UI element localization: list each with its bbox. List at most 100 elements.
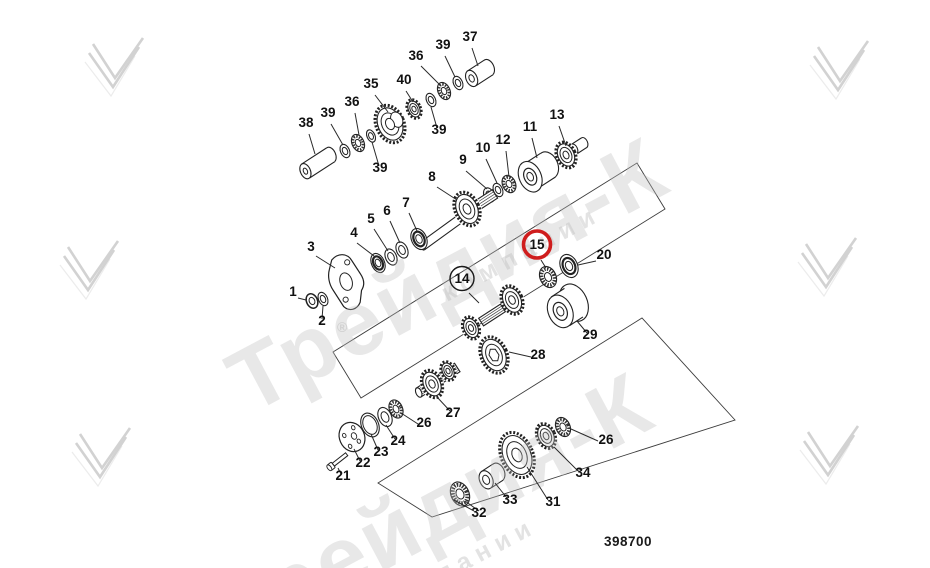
part-label-11: 11	[523, 119, 538, 134]
part-14-gear-mid	[460, 314, 482, 342]
part-38-edge	[300, 147, 327, 165]
leader-line	[577, 260, 597, 266]
leader-line	[570, 428, 599, 442]
part-23	[360, 412, 380, 438]
part-label-39: 39	[372, 160, 387, 175]
corner-chevron-icon	[809, 40, 870, 101]
corner-chevron-icon	[84, 37, 145, 98]
leader-line	[436, 186, 458, 201]
part-label-40: 40	[396, 72, 411, 87]
part-label-31: 31	[545, 494, 561, 509]
part-15	[538, 265, 558, 289]
part-28	[477, 334, 511, 376]
leader-line	[436, 396, 451, 412]
leader-line	[353, 448, 361, 462]
chevron-stroke	[91, 37, 145, 81]
part-32	[449, 481, 471, 507]
part-28-teeth	[478, 335, 510, 375]
part-7	[410, 227, 428, 251]
part-3-bore	[339, 272, 353, 291]
leader-line	[471, 47, 479, 67]
part-39-b	[365, 129, 377, 143]
part-39-b-bore	[368, 132, 374, 140]
part-40-teeth	[405, 98, 423, 120]
part-39-d-bore	[454, 78, 462, 88]
part-20	[559, 253, 579, 279]
part-5	[384, 248, 398, 266]
leader-line	[373, 228, 389, 252]
part-39-c	[425, 92, 437, 108]
part-26-b-bore	[559, 422, 567, 432]
leader-line	[465, 170, 488, 190]
corner-chevron-icon	[59, 240, 120, 301]
leader-line	[389, 220, 401, 244]
part-label-10: 10	[475, 140, 490, 155]
part-label-34: 34	[575, 465, 591, 480]
part-14-spline-a	[477, 303, 507, 327]
part-26-b	[554, 416, 572, 438]
part-label-39: 39	[320, 105, 335, 120]
part-40	[405, 97, 423, 121]
part-27-bore	[428, 379, 436, 389]
part-5-bore	[387, 252, 395, 262]
part-12-rollers	[502, 175, 516, 193]
part-label-13: 13	[549, 107, 565, 122]
part-32-rollers	[450, 482, 470, 506]
leader-line	[408, 212, 418, 232]
part-8-bore	[462, 203, 472, 215]
part-label-36: 36	[408, 48, 424, 63]
part-21-head-face	[326, 464, 333, 472]
chevron-stroke	[87, 46, 141, 90]
part-33-bore	[482, 474, 491, 485]
leader-line	[430, 106, 438, 129]
leader-line	[531, 137, 538, 159]
leader-line	[505, 150, 510, 178]
part-21-shank	[331, 452, 349, 467]
part-14-gear-mid-teeth	[460, 315, 482, 341]
part-10-bore	[494, 185, 502, 195]
part-label-15-circled: 15	[529, 237, 545, 252]
part-36-b	[436, 81, 452, 101]
leader-lines	[297, 47, 599, 512]
corner-chevron-icon	[799, 425, 860, 486]
part-3	[328, 254, 365, 311]
chevron-stroke	[816, 40, 870, 84]
chevron-stroke	[809, 58, 861, 101]
part-36-a	[350, 133, 366, 153]
leader-line	[374, 94, 389, 113]
part-40-bore	[411, 105, 417, 113]
chevron-stroke	[799, 443, 851, 486]
chevron-stroke	[812, 49, 866, 93]
part-21	[326, 452, 349, 472]
watermark-registered-mark: ®	[337, 319, 348, 335]
part-label-28: 28	[530, 347, 546, 362]
part-15-bore	[543, 272, 553, 282]
part-15-rollers	[539, 267, 557, 287]
part-24-bore	[380, 411, 390, 423]
part-22-hole	[342, 432, 347, 439]
leader-line	[540, 259, 547, 269]
part-35	[372, 102, 408, 146]
leader-line	[400, 412, 419, 425]
leader-line	[558, 125, 567, 147]
part-14-spline-a-spline	[480, 307, 504, 323]
part-38-bore	[302, 167, 309, 175]
part-3-flange	[328, 254, 365, 311]
leader-line	[308, 133, 316, 155]
chevron-stroke	[84, 55, 136, 98]
part-36-a-rollers	[351, 135, 365, 151]
part-label-9: 9	[459, 152, 467, 167]
part-22	[338, 421, 366, 453]
part-36-b-bore	[440, 86, 448, 96]
leader-line	[468, 292, 480, 304]
part-20-bore	[564, 260, 574, 272]
part-20-lip	[561, 256, 577, 276]
part-39-d	[452, 75, 464, 91]
part-label-4: 4	[350, 225, 358, 240]
part-label-3: 3	[307, 239, 315, 254]
part-27-small-teeth	[439, 360, 457, 382]
corner-chevron-icon	[797, 237, 858, 298]
part-label-14-circled: 14	[454, 271, 470, 286]
part-4	[370, 252, 386, 274]
